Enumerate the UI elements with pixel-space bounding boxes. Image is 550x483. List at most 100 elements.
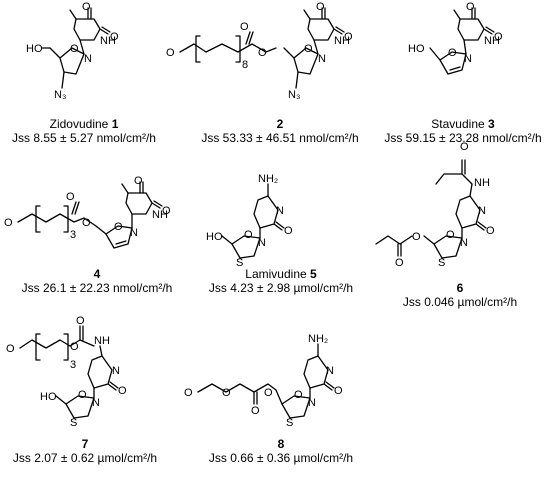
atom-ho: HO xyxy=(206,231,223,243)
compound-number: 8 xyxy=(277,437,285,451)
atom-o: O xyxy=(448,47,457,59)
atom-n: N xyxy=(258,237,266,249)
atom-o: O xyxy=(110,31,119,43)
atom-n: N xyxy=(478,205,486,217)
compound-name-line: Lamivudine 5 xyxy=(196,267,366,281)
structure-3: O NH O N O HO xyxy=(408,1,503,75)
atom-o: O xyxy=(118,385,127,397)
atom-nh2: NH₂ xyxy=(258,173,278,185)
repeat-count-3: 3 xyxy=(70,359,76,371)
flux-value: Jss 2.07 ± 0.62 µmol/cm²/h xyxy=(12,451,158,465)
compound-number: 2 xyxy=(276,117,284,131)
atom-o: O xyxy=(486,225,495,237)
atom-n: N xyxy=(318,53,326,65)
flux-value: Jss 53.33 ± 46.51 nmol/cm²/h xyxy=(201,131,359,145)
atom-o: O xyxy=(466,1,475,13)
atom-o: O xyxy=(184,387,193,399)
atom-n: N xyxy=(92,397,100,409)
atom-o: O xyxy=(162,205,171,217)
caption-compound-7: 7 Jss 2.07 ± 0.62 µmol/cm²/h xyxy=(0,437,170,465)
compound-number: 3 xyxy=(488,117,495,131)
structure-4: O O 3 O O NH O N O xyxy=(4,175,171,249)
atom-nh: NH xyxy=(474,177,490,189)
compound-name: Lamivudine xyxy=(245,267,307,281)
flux-value: Jss 0.046 µmol/cm²/h xyxy=(402,295,518,309)
atom-o: O xyxy=(334,385,343,397)
atom-o: O xyxy=(251,405,260,417)
atom-s: S xyxy=(236,257,243,269)
structure-6: O NH N O N O S O O xyxy=(375,141,495,269)
atom-o: O xyxy=(294,389,303,401)
compound-name-line: Stavudine 3 xyxy=(376,117,550,131)
atom-s: S xyxy=(286,417,293,429)
caption-compound-6: 6 Jss 0.046 µmol/cm²/h xyxy=(380,281,540,309)
atom-n: N xyxy=(276,205,284,217)
atom-nh: NH xyxy=(334,35,350,47)
atom-azide: N₃ xyxy=(288,89,300,101)
atom-o: O xyxy=(166,47,175,59)
atom-o: O xyxy=(344,31,353,43)
atom-nh2: NH₂ xyxy=(308,333,328,345)
compound-name-line: Zidovudine 1 xyxy=(4,117,164,131)
atom-o: O xyxy=(6,343,15,355)
repeat-count-8: 8 xyxy=(242,59,248,71)
atom-nh: NH xyxy=(484,35,500,47)
structure-2: O O 8 O O NH O N O N₃ xyxy=(166,1,353,101)
compound-name: Stavudine xyxy=(431,117,485,131)
caption-compound-8: 8 Jss 0.66 ± 0.36 µmol/cm²/h xyxy=(196,437,366,465)
atom-o: O xyxy=(494,31,503,43)
flux-value: Jss 8.55 ± 5.27 nmol/cm²/h xyxy=(12,131,156,145)
atom-n: N xyxy=(308,397,316,409)
compound-number: 6 xyxy=(456,281,464,295)
structure-1: O NH O N O HO N₃ xyxy=(26,1,119,101)
atom-ho: HO xyxy=(26,43,43,55)
atom-o: O xyxy=(304,43,313,55)
atom-o: O xyxy=(78,389,87,401)
atom-o: O xyxy=(258,47,267,59)
atom-nh: NH xyxy=(94,335,110,347)
atom-o: O xyxy=(395,257,404,269)
caption-compound-4: 4 Jss 26.1 ± 22.23 nmol/cm²/h xyxy=(4,267,190,295)
atom-o: O xyxy=(82,217,91,229)
atom-o: O xyxy=(316,1,325,13)
atom-o: O xyxy=(244,229,253,241)
atom-o: O xyxy=(70,43,79,55)
compound-number: 1 xyxy=(111,117,119,131)
atom-n: N xyxy=(460,237,468,249)
atom-o: O xyxy=(134,175,143,187)
atom-o: O xyxy=(114,221,123,233)
flux-value: Jss 0.66 ± 0.36 µmol/cm²/h xyxy=(208,451,354,465)
atom-n: N xyxy=(464,53,472,65)
atom-o: O xyxy=(446,229,455,241)
atom-s: S xyxy=(70,417,77,429)
flux-value: Jss 26.1 ± 22.23 nmol/cm²/h xyxy=(21,281,173,295)
atom-n: N xyxy=(112,365,120,377)
atom-o: O xyxy=(76,315,85,327)
atom-nh: NH xyxy=(152,209,168,221)
atom-o: O xyxy=(66,191,75,203)
atom-n: N xyxy=(130,227,138,239)
atom-n: N xyxy=(326,365,334,377)
repeat-count-3: 3 xyxy=(70,229,76,241)
flux-value: Jss 4.23 ± 2.98 µmol/cm²/h xyxy=(208,281,354,295)
atom-o: O xyxy=(460,141,469,153)
atom-s: S xyxy=(438,257,445,269)
structure-8: O O O O NH₂ N O N O S xyxy=(184,333,343,429)
atom-ho: HO xyxy=(408,43,425,55)
caption-compound-5: Lamivudine 5 Jss 4.23 ± 2.98 µmol/cm²/h xyxy=(196,267,366,295)
atom-o: O xyxy=(264,387,273,399)
atom-o: O xyxy=(4,217,13,229)
caption-compound-1: Zidovudine 1 Jss 8.55 ± 5.27 nmol/cm²/h xyxy=(4,117,164,145)
flux-value: Jss 59.15 ± 23.28 nmol/cm²/h xyxy=(384,131,542,145)
compound-number: 7 xyxy=(81,437,89,451)
atom-ho: HO xyxy=(40,391,57,403)
compound-number: 4 xyxy=(93,267,101,281)
compound-name: Zidovudine xyxy=(49,117,109,131)
caption-compound-2: 2 Jss 53.33 ± 46.51 nmol/cm²/h xyxy=(180,117,380,145)
atom-o: O xyxy=(284,225,293,237)
atom-o: O xyxy=(82,1,91,13)
atom-azide: N₃ xyxy=(54,89,66,101)
atom-nh: NH xyxy=(100,35,116,47)
atom-o: O xyxy=(412,231,421,243)
